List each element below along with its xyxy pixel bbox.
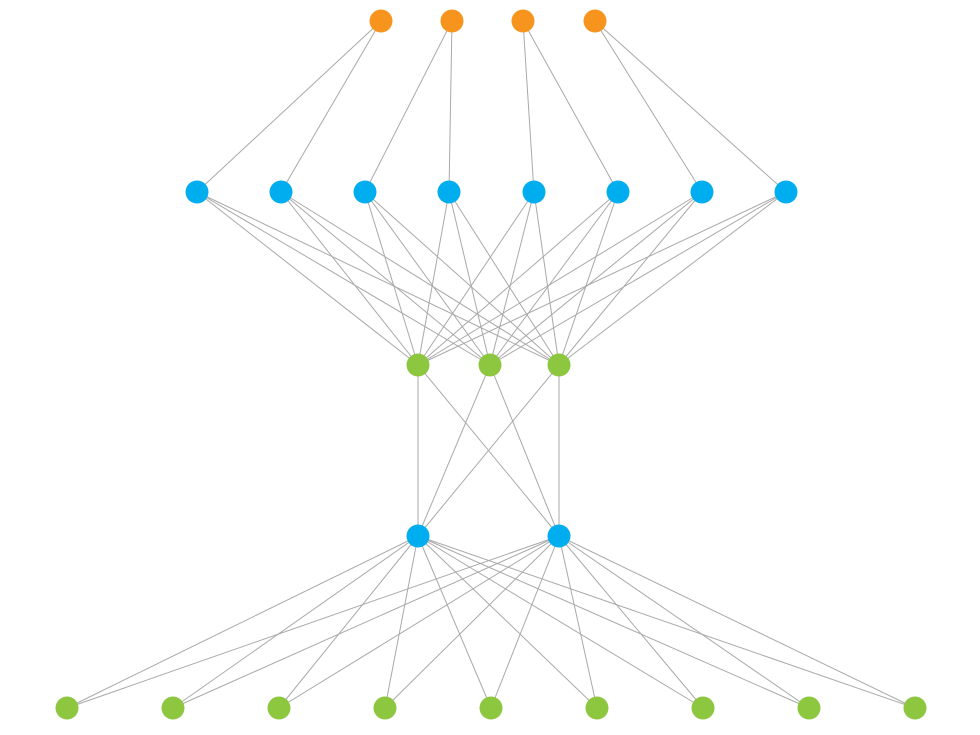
blue-node-layer-2-1 xyxy=(185,180,209,204)
blue-node-layer-4-2 xyxy=(547,524,571,548)
edge-l2n2-l3n2 xyxy=(280,191,491,366)
blue-node-layer-2-5 xyxy=(522,180,546,204)
orange-node-layer-1-1 xyxy=(369,9,393,33)
edge-l2n3-l3n3 xyxy=(364,191,560,366)
green-node-layer-5-4 xyxy=(373,696,397,720)
edge-l4n2-l5n9 xyxy=(558,535,916,709)
green-node-layer-5-9 xyxy=(903,696,927,720)
green-node-layer-5-8 xyxy=(797,696,821,720)
edge-l1n3-l2n5 xyxy=(522,20,535,193)
edge-l4n2-l5n3 xyxy=(278,535,560,709)
edge-l4n2-l5n1 xyxy=(66,535,560,709)
edge-l2n7-l3n3 xyxy=(558,191,703,366)
edge-l2n1-l3n1 xyxy=(196,191,419,366)
green-node-layer-3-3 xyxy=(547,353,571,377)
edge-l2n2-l3n1 xyxy=(280,191,419,366)
nodes-group xyxy=(55,9,927,720)
edge-l2n1-l3n2 xyxy=(196,191,491,366)
edge-l4n2-l5n6 xyxy=(558,535,598,709)
orange-node-layer-1-4 xyxy=(583,9,607,33)
blue-node-layer-2-7 xyxy=(690,180,714,204)
edge-l4n1-l5n1 xyxy=(66,535,419,709)
blue-node-layer-2-3 xyxy=(353,180,377,204)
edge-l2n5-l3n3 xyxy=(533,191,560,366)
green-node-layer-5-6 xyxy=(585,696,609,720)
blue-node-layer-2-8 xyxy=(774,180,798,204)
edge-l2n5-l3n1 xyxy=(417,191,535,366)
edge-l1n2-l2n4 xyxy=(448,20,453,193)
edge-l2n6-l3n2 xyxy=(489,191,619,366)
edge-l4n2-l5n5 xyxy=(490,535,560,709)
edge-l2n2-l3n3 xyxy=(280,191,560,366)
edge-l2n4-l3n1 xyxy=(417,191,450,366)
orange-node-layer-1-2 xyxy=(440,9,464,33)
green-node-layer-3-2 xyxy=(478,353,502,377)
edge-l4n1-l5n8 xyxy=(417,535,810,709)
edge-l3n2-l4n1 xyxy=(417,364,491,537)
blue-node-layer-2-6 xyxy=(606,180,630,204)
edge-l1n1-l2n2 xyxy=(280,20,382,193)
blue-node-layer-2-4 xyxy=(437,180,461,204)
edge-l4n1-l5n6 xyxy=(417,535,598,709)
edge-l3n2-l4n2 xyxy=(489,364,560,537)
edge-l2n4-l3n2 xyxy=(448,191,491,366)
edge-l4n1-l5n4 xyxy=(384,535,419,709)
edges-group xyxy=(66,20,916,709)
edge-l2n5-l3n2 xyxy=(489,191,535,366)
green-node-layer-5-7 xyxy=(691,696,715,720)
edge-l4n1-l5n2 xyxy=(172,535,419,709)
edge-l1n2-l2n3 xyxy=(364,20,453,193)
edge-l3n3-l4n1 xyxy=(417,364,560,537)
edge-l2n6-l3n3 xyxy=(558,191,619,366)
edge-l2n8-l3n1 xyxy=(417,191,787,366)
edge-l4n1-l5n7 xyxy=(417,535,704,709)
edge-l4n2-l5n8 xyxy=(558,535,810,709)
edge-l1n3-l2n6 xyxy=(522,20,619,193)
edge-l2n1-l3n3 xyxy=(196,191,560,366)
edge-l2n8-l3n2 xyxy=(489,191,787,366)
green-node-layer-5-2 xyxy=(161,696,185,720)
green-node-layer-5-5 xyxy=(479,696,503,720)
edge-l2n6-l3n1 xyxy=(417,191,619,366)
edge-l2n4-l3n3 xyxy=(448,191,560,366)
edge-l1n1-l2n1 xyxy=(196,20,382,193)
edge-l1n4-l2n8 xyxy=(594,20,787,193)
green-node-layer-5-1 xyxy=(55,696,79,720)
edge-l4n1-l5n9 xyxy=(417,535,916,709)
edge-l4n2-l5n4 xyxy=(384,535,560,709)
edge-l1n4-l2n7 xyxy=(594,20,703,193)
edge-l2n8-l3n3 xyxy=(558,191,787,366)
blue-node-layer-2-2 xyxy=(269,180,293,204)
green-node-layer-3-1 xyxy=(406,353,430,377)
edge-l2n3-l3n1 xyxy=(364,191,419,366)
edge-l4n2-l5n7 xyxy=(558,535,704,709)
edge-l4n2-l5n2 xyxy=(172,535,560,709)
edge-l4n1-l5n3 xyxy=(278,535,419,709)
edge-l2n7-l3n2 xyxy=(489,191,703,366)
edge-l4n1-l5n5 xyxy=(417,535,492,709)
green-node-layer-5-3 xyxy=(267,696,291,720)
edge-l2n3-l3n2 xyxy=(364,191,491,366)
edge-l2n7-l3n1 xyxy=(417,191,703,366)
blue-node-layer-4-1 xyxy=(406,524,430,548)
orange-node-layer-1-3 xyxy=(511,9,535,33)
